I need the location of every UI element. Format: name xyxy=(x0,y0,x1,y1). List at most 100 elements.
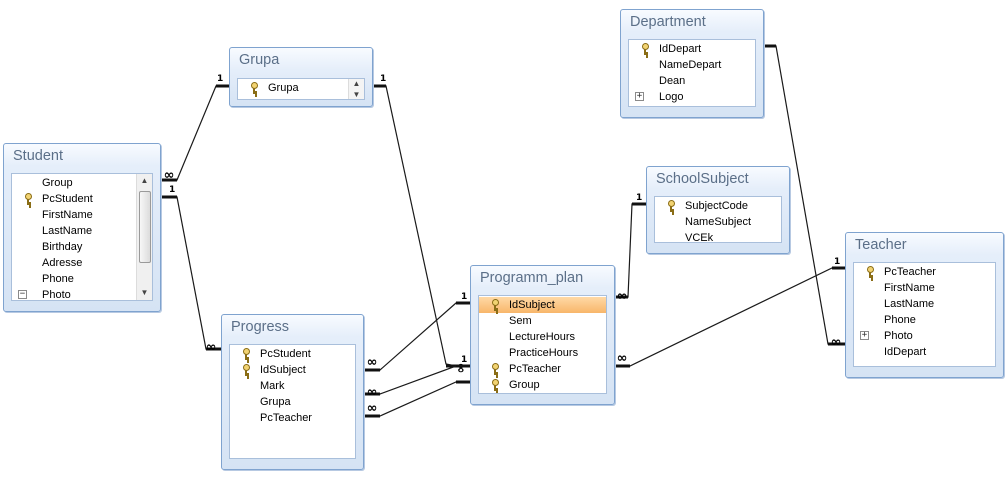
field-row[interactable]: FirstName xyxy=(854,280,995,296)
field-row[interactable]: Birthday xyxy=(12,239,136,255)
scroll-down-icon[interactable]: ▼ xyxy=(352,90,361,99)
primary-key-icon xyxy=(249,81,258,95)
field-row[interactable]: PcTeacher xyxy=(230,410,355,426)
field-row[interactable]: SubjectCode xyxy=(655,198,781,214)
field-row[interactable]: Sem xyxy=(479,313,606,329)
field-name: Adresse xyxy=(42,257,83,269)
relationship-line[interactable] xyxy=(161,196,221,350)
table-title: Progress xyxy=(231,319,290,335)
vertical-scrollbar[interactable]: ▲ ▼ xyxy=(136,174,152,300)
join-endpoint xyxy=(161,178,177,182)
relationship-line[interactable] xyxy=(364,381,470,417)
join-endpoint xyxy=(161,195,177,199)
field-row[interactable]: −Photo xyxy=(12,287,136,300)
field-row[interactable]: +Logo xyxy=(629,89,755,105)
scroll-down-icon[interactable]: ▼ xyxy=(140,288,149,297)
table-title: Teacher xyxy=(855,237,907,253)
field-row[interactable]: PcTeacher xyxy=(854,264,995,280)
field-row[interactable]: Group xyxy=(12,175,136,191)
field-row[interactable]: Phone xyxy=(854,312,995,328)
relationship-line[interactable] xyxy=(364,365,470,395)
many-side-label: ∞ xyxy=(367,385,378,400)
join-endpoint xyxy=(373,84,386,88)
field-name: Dean xyxy=(659,75,686,87)
field-row[interactable]: PcStudent xyxy=(230,346,355,362)
one-side-label: 1 xyxy=(461,292,467,302)
join-endpoint xyxy=(446,364,456,368)
field-row[interactable]: FirstName xyxy=(12,207,136,223)
join-endpoint xyxy=(828,342,845,346)
field-name: IdDepart xyxy=(659,43,702,55)
field-name: IdSubject xyxy=(260,364,306,376)
table-title: SchoolSubject xyxy=(656,171,749,187)
field-row[interactable]: IdSubject xyxy=(479,297,606,313)
field-row[interactable]: Adresse xyxy=(12,255,136,271)
field-row[interactable]: IdDepart xyxy=(629,41,755,57)
field-name: NameDepart xyxy=(659,59,722,71)
vertical-scrollbar[interactable]: ▲ ▼ xyxy=(348,79,364,99)
collapse-icon[interactable]: − xyxy=(18,289,27,299)
many-side-label: ∞ xyxy=(831,335,842,350)
relationship-line[interactable] xyxy=(364,302,470,371)
field-name: Group xyxy=(509,379,540,391)
field-row[interactable]: PcStudent xyxy=(12,191,136,207)
field-row[interactable]: IdDepart xyxy=(854,344,995,360)
field-name: IdDepart xyxy=(884,346,927,358)
field-row[interactable]: Grupa xyxy=(230,394,355,410)
join-endpoint xyxy=(364,392,380,396)
scroll-thumb[interactable] xyxy=(139,191,151,263)
field-row[interactable]: PcTeacher xyxy=(479,361,606,377)
field-row[interactable]: Grupa xyxy=(238,80,348,96)
expand-icon[interactable]: + xyxy=(860,330,869,340)
scroll-up-icon[interactable]: ▲ xyxy=(352,79,361,88)
field-row[interactable]: LastName xyxy=(12,223,136,239)
one-side-label: 1 xyxy=(461,355,467,365)
field-name: FirstName xyxy=(884,282,935,294)
relationship-line[interactable] xyxy=(373,85,457,367)
relationship-line[interactable] xyxy=(615,203,646,298)
field-name: NameSubject xyxy=(685,216,752,228)
field-row[interactable]: VCEk xyxy=(655,230,781,242)
join-endpoint xyxy=(832,266,845,270)
field-row[interactable]: LastName xyxy=(854,296,995,312)
field-row[interactable]: LectureHours xyxy=(479,329,606,345)
relationship-line[interactable] xyxy=(615,267,845,367)
field-name: Grupa xyxy=(268,82,299,94)
join-endpoint xyxy=(615,295,628,299)
relationship-line[interactable] xyxy=(161,85,229,181)
field-row[interactable]: PracticeHours xyxy=(479,345,606,361)
field-name: Phone xyxy=(42,273,74,285)
many-side-label: ∞ xyxy=(367,401,378,416)
many-side-label: ∞ xyxy=(164,168,175,183)
field-row[interactable]: IdSubject xyxy=(230,362,355,378)
table-title: Grupa xyxy=(239,52,280,68)
expand-icon[interactable]: + xyxy=(635,91,644,101)
field-row[interactable]: NameDepart xyxy=(629,57,755,73)
one-side-label: 1 xyxy=(217,74,223,84)
field-row[interactable]: Group xyxy=(479,377,606,393)
field-row[interactable]: Mark xyxy=(230,378,355,394)
field-row[interactable]: Dean xyxy=(629,73,755,89)
join-endpoint xyxy=(615,364,630,368)
field-row[interactable]: Phone xyxy=(12,271,136,287)
field-name: FirstName xyxy=(42,209,93,221)
scroll-up-icon[interactable]: ▲ xyxy=(140,176,149,185)
table-title: Department xyxy=(630,14,706,30)
table-grupa[interactable]: Grupa Grupa ▲ ▼ xyxy=(229,47,373,107)
field-row[interactable]: NameSubject xyxy=(655,214,781,230)
table-title: Student xyxy=(13,148,63,164)
primary-key-icon xyxy=(23,192,32,206)
field-name: PracticeHours xyxy=(509,347,579,359)
field-name: PcStudent xyxy=(42,193,93,205)
field-row[interactable]: +Photo xyxy=(854,328,995,344)
